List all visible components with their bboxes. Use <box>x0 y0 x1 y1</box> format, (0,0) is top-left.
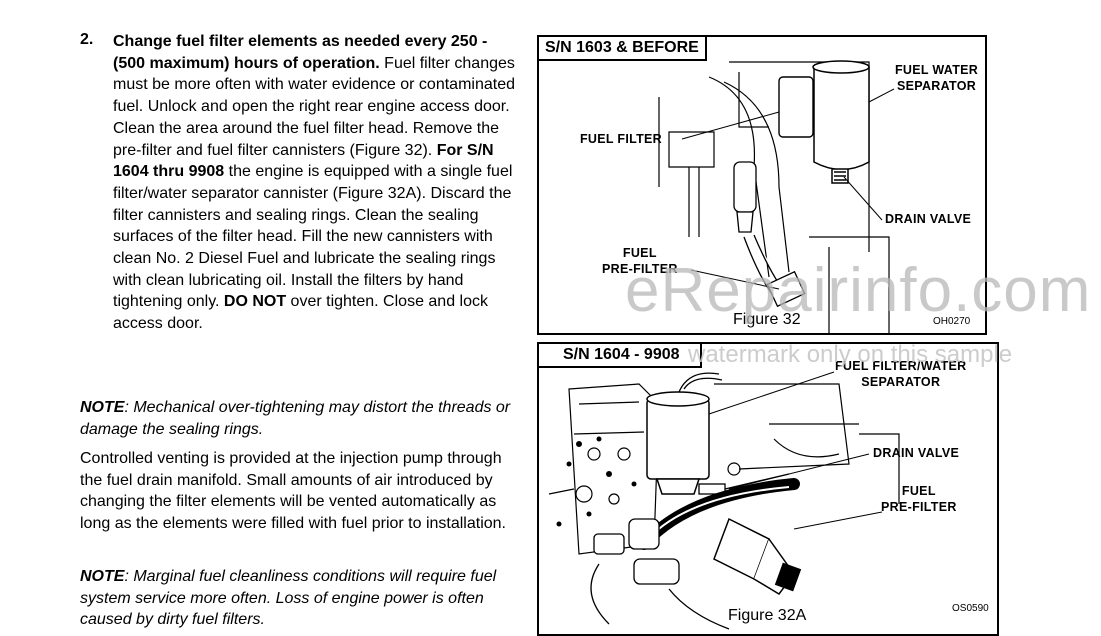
label-fuel-filter-water-separator: FUEL FILTER/WATER SEPARATOR <box>835 358 966 390</box>
note-cleanliness: NOTE: Marginal fuel cleanliness conditio… <box>80 566 520 631</box>
label-fuel-filter: FUEL FILTER <box>580 132 662 146</box>
note-overtightening: NOTE: Mechanical over-tightening may dis… <box>80 397 520 441</box>
label-line: SEPARATOR <box>861 375 941 389</box>
label-fuel-pre-filter: FUEL PRE-FILTER <box>881 483 957 515</box>
step-text: Change fuel filter elements as needed ev… <box>113 31 523 335</box>
figure-32a-code: OS0590 <box>952 603 989 614</box>
label-line: FUEL <box>622 246 657 260</box>
step-bold-donot: DO NOT <box>223 293 287 311</box>
label-line: FUEL FILTER/WATER <box>835 359 967 373</box>
step-text-part3: over tighten. Close and lock access door… <box>113 293 488 333</box>
label-line: PRE-FILTER <box>602 262 678 276</box>
step-text-part2: the engine is equipped with a single fue… <box>113 163 513 311</box>
figure-32-caption: Figure 32 <box>733 311 801 328</box>
label-drain-valve: DRAIN VALVE <box>873 446 960 460</box>
note-label: NOTE <box>80 399 125 416</box>
figure-32a: S/N 1604 - 9908 FUEL FILTER/WATER SEPARA… <box>537 342 999 636</box>
label-drain-valve: DRAIN VALVE <box>885 212 972 226</box>
figure-32-illustration <box>658 60 895 333</box>
note-text: : Mechanical over-tightening may distort… <box>80 399 511 438</box>
figure-32a-caption: Figure 32A <box>728 607 807 624</box>
figure-32a-illustration <box>548 371 900 630</box>
label-fuel-water-separator: FUEL WATER SEPARATOR <box>895 62 978 94</box>
note-label: NOTE <box>80 568 125 585</box>
step-bold-serial: For S/N 1604 thru 9908 <box>113 141 494 181</box>
venting-paragraph: Controlled venting is provided at the in… <box>80 450 506 532</box>
figure-32-code: OH0270 <box>933 316 971 327</box>
figure-32-serial-tab: S/N 1603 & BEFORE <box>539 37 707 61</box>
label-line: SEPARATOR <box>896 79 977 93</box>
label-line: FUEL <box>901 484 936 498</box>
label-line: FUEL WATER <box>895 63 979 77</box>
figure-32: S/N 1603 & BEFORE FUEL WATER SEPARATOR F… <box>537 35 987 335</box>
note-text: : Marginal fuel cleanliness conditions w… <box>80 568 497 629</box>
step-text-part1: Fuel filter changes must be more often w… <box>113 54 515 159</box>
step-number: 2. <box>80 31 94 48</box>
label-line: PRE-FILTER <box>881 500 957 514</box>
figure-32a-serial-tab: S/N 1604 - 9908 <box>539 344 702 368</box>
watermark-main: eRepairinfo.com <box>625 256 1092 325</box>
watermark-sub: watermark only on this sample <box>688 341 1013 368</box>
label-fuel-pre-filter: FUEL PRE-FILTER <box>602 245 678 277</box>
step-bold-lead: Change fuel filter elements as needed ev… <box>113 33 488 72</box>
